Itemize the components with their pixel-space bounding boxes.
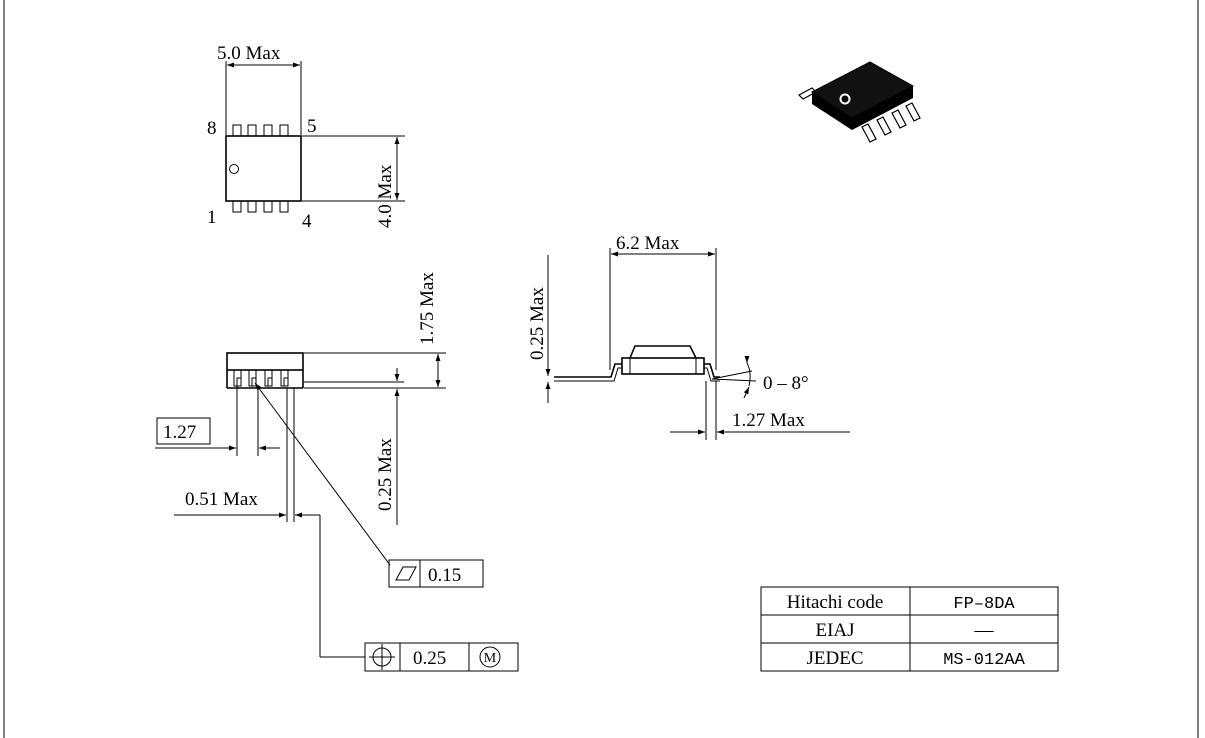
- pin1-marker: [229, 164, 239, 174]
- flatness-value: 0.15: [428, 565, 461, 586]
- code-table: Hitachi code FP–8DA EIAJ — JEDEC MS-012A…: [760, 586, 1059, 672]
- flatness-icon: [395, 566, 417, 581]
- lead-width-label: 0.51 Max: [185, 489, 258, 510]
- side-lead-right: [704, 363, 720, 378]
- mmc-letter: M: [484, 651, 497, 666]
- foot-length-label: 1.27 Max: [732, 410, 805, 431]
- front-body: [226, 352, 304, 371]
- table-label-jedec: JEDEC: [807, 648, 864, 669]
- position-frame: 0.25 M: [364, 642, 519, 672]
- table-value-eiaj: —: [974, 620, 995, 641]
- package-3d-icon: [798, 61, 921, 143]
- side-body: [629, 345, 697, 359]
- top-body: [225, 135, 302, 202]
- position-icon: [369, 644, 395, 670]
- pitch-box: [156, 417, 211, 445]
- table-label-eiaj: EIAJ: [815, 620, 854, 641]
- pin-5-label: 5: [307, 116, 317, 137]
- front-view: 1.75 Max 0.25 Max 1.27 0.51 Max 0.15: [155, 272, 519, 672]
- pin-4-label: 4: [302, 211, 312, 232]
- mmc-icon: [479, 646, 501, 668]
- side-view: 6.2 Max 0.25 Max 0 – 8° 1.27 Max: [527, 233, 850, 440]
- position-value: 0.25: [413, 648, 446, 669]
- pin-8-label: 8: [207, 118, 217, 139]
- front-height-label: 1.75 Max: [417, 272, 438, 345]
- top-width-label: 5.0 Max: [217, 43, 281, 64]
- pin-1-label: 1: [207, 207, 217, 228]
- table-label-hitachi: Hitachi code: [787, 592, 884, 613]
- table-value-hitachi: FP–8DA: [953, 595, 1015, 614]
- table-value-jedec: MS-012AA: [943, 651, 1025, 670]
- side-lead-left: [554, 363, 622, 378]
- side-width-label: 6.2 Max: [616, 233, 680, 254]
- top-view: 5.0 Max 8 5 1 4 4.0 Max: [207, 43, 405, 232]
- lead-thickness-label: 0.25 Max: [527, 287, 548, 360]
- front-standoff-label: 0.25 Max: [375, 438, 396, 511]
- flatness-frame: 0.15: [388, 559, 484, 588]
- pitch-label: 1.27: [163, 422, 196, 443]
- top-height-label: 4.0 Max: [375, 164, 396, 228]
- angle-label: 0 – 8°: [763, 373, 809, 394]
